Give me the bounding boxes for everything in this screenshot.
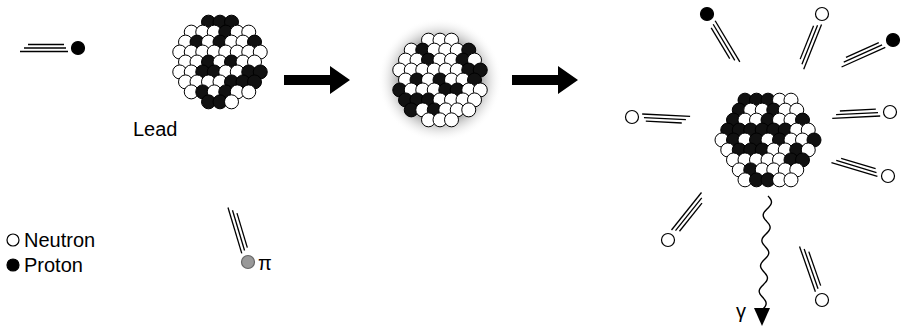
motion-streak	[20, 51, 68, 52]
motion-streak	[24, 47, 66, 48]
motion-streak	[804, 25, 822, 70]
motion-streak	[713, 24, 735, 60]
motion-streak	[804, 249, 818, 289]
particle	[242, 256, 255, 269]
process-arrow	[512, 66, 578, 94]
lead-nucleus	[393, 33, 488, 127]
motion-streak	[836, 113, 878, 115]
lead-nucleus	[715, 93, 821, 187]
motion-streak	[800, 246, 816, 291]
particle-label: π	[258, 252, 272, 274]
motion-streak	[642, 114, 690, 116]
nucleon	[462, 103, 476, 117]
motion-streak	[802, 25, 818, 64]
motion-streak	[832, 116, 880, 118]
motion-streak	[842, 47, 886, 67]
particle-label: γ	[736, 300, 746, 322]
particle	[701, 8, 714, 21]
motion-streak	[644, 118, 686, 120]
particle	[887, 34, 900, 47]
nucleon	[445, 113, 459, 127]
element-label: Lead	[133, 118, 178, 140]
motion-streak	[646, 121, 682, 123]
particle	[884, 106, 897, 119]
motion-streak	[28, 44, 64, 45]
particle	[882, 170, 895, 183]
arrowhead	[754, 308, 770, 326]
nucleon	[242, 85, 256, 99]
motion-streak	[228, 207, 242, 253]
nucleon	[225, 95, 239, 109]
particle	[662, 234, 675, 247]
gamma-ray	[759, 196, 771, 310]
motion-streak	[840, 109, 876, 111]
particle	[816, 8, 829, 21]
legend-text: Proton	[24, 254, 83, 276]
proton-sample	[7, 259, 19, 271]
motion-streak	[237, 213, 247, 247]
motion-streak	[675, 198, 701, 231]
particle	[816, 294, 829, 307]
particle	[72, 42, 85, 55]
motion-streak	[711, 28, 730, 59]
motion-streak	[800, 26, 813, 59]
motion-streak	[672, 193, 702, 230]
excitation-glow	[378, 18, 502, 142]
nucleon	[784, 173, 798, 187]
motion-streak	[831, 163, 877, 177]
motion-streak	[679, 203, 701, 231]
neutron-sample	[7, 234, 19, 246]
legend-text: Neutron	[24, 229, 95, 251]
motion-streak	[809, 252, 821, 286]
process-arrow	[284, 66, 350, 94]
motion-streak	[844, 45, 882, 62]
motion-streak	[846, 43, 879, 58]
lead-nucleus	[173, 15, 268, 109]
motion-streak	[841, 158, 875, 168]
particle	[626, 111, 639, 124]
